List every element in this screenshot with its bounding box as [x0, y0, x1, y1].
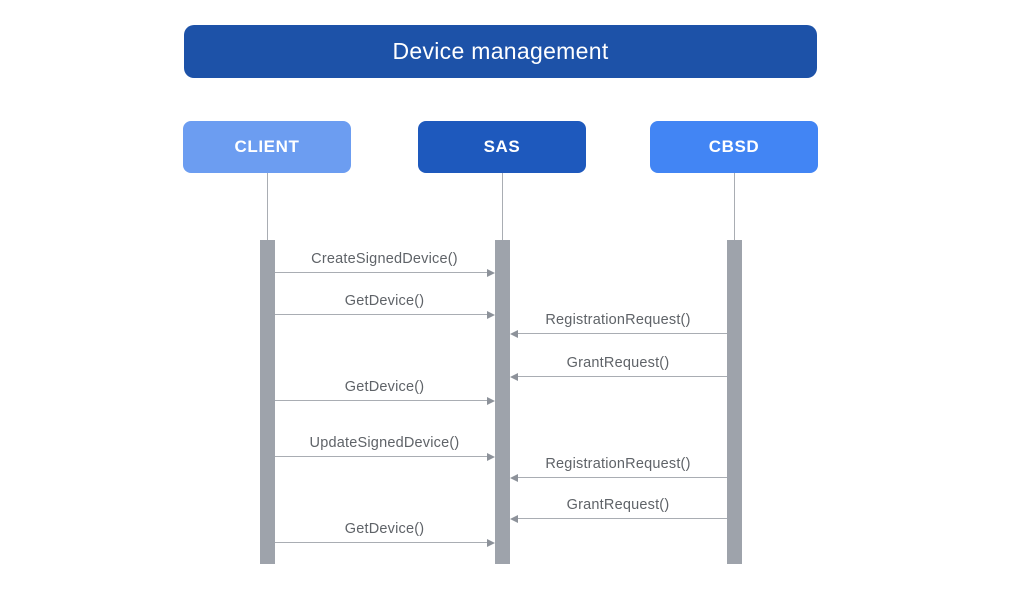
- arrowhead-icon: [486, 396, 495, 405]
- arrowhead-icon: [486, 452, 495, 461]
- activation-bar-cbsd: [726, 240, 742, 564]
- arrowhead-icon: [509, 329, 518, 338]
- arrowhead-icon: [486, 310, 495, 319]
- actor-box-client: CLIENT: [183, 121, 351, 173]
- message-line: [274, 400, 488, 401]
- message-line: [516, 376, 727, 377]
- message-label: GetDevice(): [344, 521, 425, 537]
- message-line: [274, 456, 488, 457]
- activation-bar-sas: [494, 240, 510, 564]
- lifeline-cbsd: [734, 173, 735, 240]
- arrowhead-icon: [486, 538, 495, 547]
- lifeline-sas: [502, 173, 503, 240]
- arrowhead-icon: [486, 268, 495, 277]
- message-line: [516, 333, 727, 334]
- lifeline-client: [267, 173, 268, 240]
- message-line: [274, 542, 488, 543]
- message-label: RegistrationRequest(): [545, 312, 691, 328]
- message-label: RegistrationRequest(): [545, 456, 691, 472]
- message-label: GrantRequest(): [566, 497, 670, 513]
- diagram-title: Device management: [392, 38, 609, 64]
- arrowhead-icon: [509, 514, 518, 523]
- message-label: CreateSignedDevice(): [311, 251, 458, 267]
- actor-box-cbsd: CBSD: [650, 121, 818, 173]
- message-line: [274, 272, 488, 273]
- message-label: UpdateSignedDevice(): [309, 435, 460, 451]
- message-label: GetDevice(): [344, 379, 425, 395]
- arrowhead-icon: [509, 473, 518, 482]
- activation-bar-client: [259, 240, 275, 564]
- message-line: [516, 518, 727, 519]
- message-label: GrantRequest(): [566, 355, 670, 371]
- message-line: [516, 477, 727, 478]
- actor-label-sas: SAS: [483, 137, 521, 156]
- actor-label-cbsd: CBSD: [708, 137, 760, 156]
- actor-box-sas: SAS: [418, 121, 586, 173]
- diagram-title-bar: Device management: [184, 25, 817, 78]
- message-label: GetDevice(): [344, 293, 425, 309]
- actor-label-client: CLIENT: [234, 137, 300, 156]
- arrowhead-icon: [509, 372, 518, 381]
- message-line: [274, 314, 488, 315]
